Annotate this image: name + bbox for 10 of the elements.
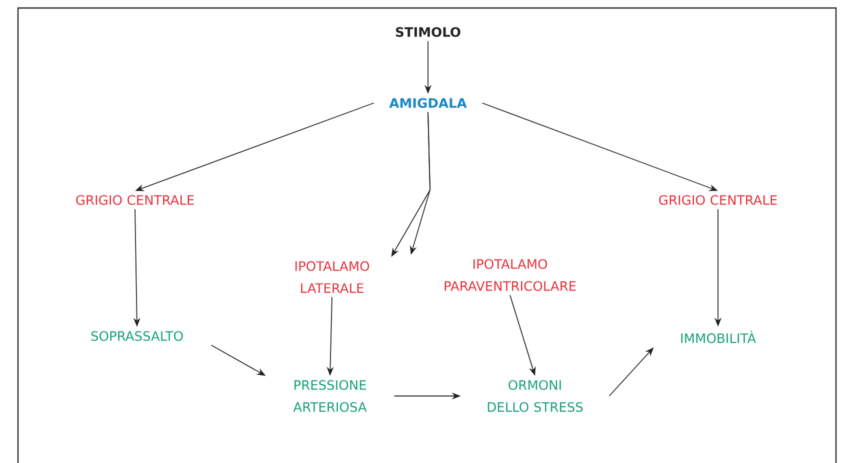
node-label: IMMOBILITÀ [681, 330, 756, 344]
node-label: SOPRASSALTO [91, 331, 183, 341]
node-label: IPOTALAMO LATERALE [295, 261, 370, 293]
node-label: GRIGIO CENTRALE [76, 195, 194, 205]
node-label: STIMOLO [396, 27, 460, 37]
node-label: PRESSIONE ARTERIOSA [293, 380, 367, 412]
node-label: ORMONI DELLO STRESS [488, 380, 583, 412]
node-label: IPOTALAMO PARAVENTRICOLARE [444, 259, 576, 291]
node-label: AMIGDALA [389, 98, 467, 108]
node-label: GRIGIO CENTRALE [659, 195, 777, 205]
